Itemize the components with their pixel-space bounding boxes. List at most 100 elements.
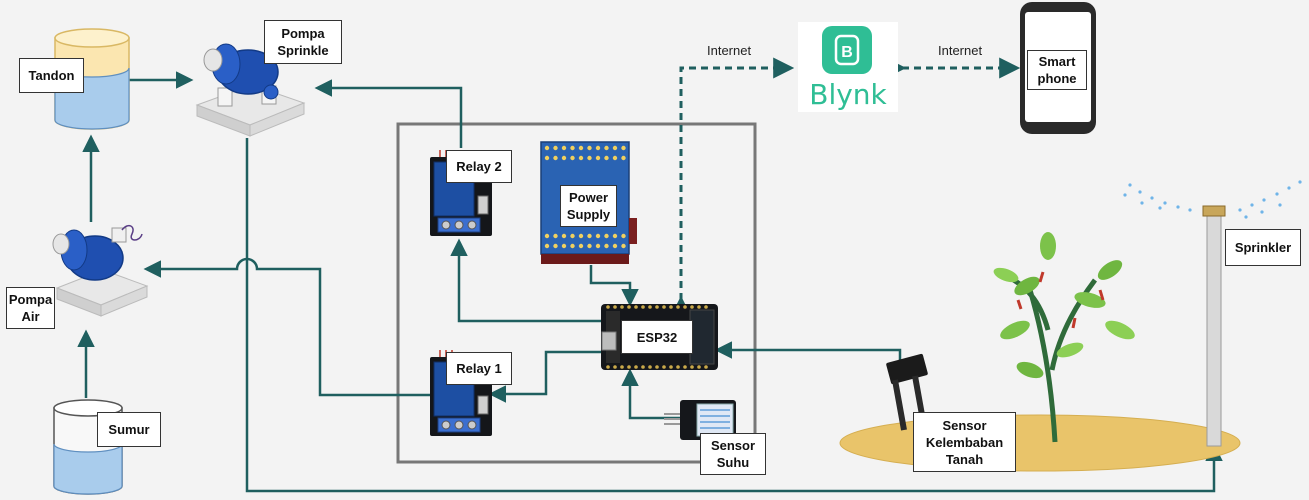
esp32-pin xyxy=(704,305,708,309)
esp32-pin xyxy=(634,305,638,309)
header-pin xyxy=(553,145,558,151)
header-pin xyxy=(604,145,609,151)
esp32-pin xyxy=(613,305,617,309)
header-pin xyxy=(612,155,618,161)
header-pin xyxy=(553,243,558,249)
esp32-pin xyxy=(676,305,680,309)
spray-droplet xyxy=(1150,196,1154,200)
header-pin xyxy=(578,155,584,161)
sumur-label: Sumur xyxy=(97,412,161,447)
esp32-pin xyxy=(648,305,652,309)
esp32-pin xyxy=(690,305,694,309)
spray-droplet xyxy=(1278,203,1282,207)
sprinkler-label: Sprinkler xyxy=(1225,229,1301,266)
spray-droplet xyxy=(1250,203,1254,207)
esp32-pin xyxy=(662,365,666,369)
esp32-label: ESP32 xyxy=(621,320,693,354)
pompa-air-pump xyxy=(52,224,149,317)
power-supply-label: Power Supply xyxy=(560,185,617,227)
relay1-label: Relay 1 xyxy=(446,352,512,385)
spray-droplet xyxy=(1123,193,1127,197)
header-pin xyxy=(570,145,575,151)
header-pin xyxy=(604,155,609,161)
blynk-icon-letter: B xyxy=(841,44,853,61)
header-pin xyxy=(595,243,601,249)
esp32-pin xyxy=(683,305,687,309)
esp32-pin xyxy=(641,365,645,369)
header-pin xyxy=(570,233,575,239)
header-pin xyxy=(621,145,626,151)
pompa-air-label: Pompa Air xyxy=(6,287,55,329)
esp32-pin xyxy=(669,365,673,369)
spray-droplet xyxy=(1298,180,1302,184)
link-esp32-blynk xyxy=(670,57,795,317)
header-pin xyxy=(544,155,550,161)
esp32-pin xyxy=(655,305,659,309)
plant-icon xyxy=(993,232,1135,443)
esp32-pin xyxy=(690,365,694,369)
spray-droplet xyxy=(1158,206,1162,210)
header-pin xyxy=(561,145,567,151)
spray-droplet xyxy=(1188,208,1192,212)
esp32-pin xyxy=(662,305,666,309)
sensor-suhu-dht xyxy=(664,400,736,440)
relay2-label: Relay 2 xyxy=(446,150,512,183)
header-pin xyxy=(604,233,609,239)
header-pin xyxy=(570,155,575,161)
header-pin xyxy=(587,233,592,239)
blynk-app-icon xyxy=(822,26,872,74)
esp32-pin xyxy=(669,305,673,309)
esp32-pin xyxy=(627,305,631,309)
esp32-pin xyxy=(634,365,638,369)
esp32-pin xyxy=(606,365,610,369)
header-pin xyxy=(578,233,584,239)
header-pin xyxy=(621,243,626,249)
header-pin xyxy=(604,243,609,249)
pipe-pompa-sprinkle-to-sprinkler xyxy=(245,138,1223,493)
spray-droplet xyxy=(1260,210,1264,214)
spray-droplet xyxy=(1262,198,1266,202)
esp32-pin xyxy=(697,305,701,309)
header-pin xyxy=(595,155,601,161)
wire-esp32-to-relay1 xyxy=(488,350,602,403)
header-pin xyxy=(587,145,592,151)
header-pin xyxy=(553,155,558,161)
sensor-kelembaban-label: Sensor Kelembaban Tanah xyxy=(913,412,1016,472)
blynk-app-icon-inner xyxy=(834,34,860,66)
header-pin xyxy=(612,243,618,249)
wire-esp32-to-relay2 xyxy=(450,238,602,323)
spray-droplet xyxy=(1128,183,1132,187)
wire-soil-sensor-to-esp32 xyxy=(714,341,902,362)
spray-droplet xyxy=(1238,208,1242,212)
esp32-pin xyxy=(697,365,701,369)
spray-droplet xyxy=(1244,215,1248,219)
header-pin xyxy=(570,243,575,249)
spray-droplet xyxy=(1287,186,1291,190)
esp32-pin xyxy=(655,365,659,369)
esp32-pin xyxy=(620,305,624,309)
wire-sensor-suhu-to-esp32 xyxy=(621,368,680,420)
esp32-pin xyxy=(676,365,680,369)
spray-droplet xyxy=(1138,190,1142,194)
pompa-sprinkle-label: Pompa Sprinkle xyxy=(264,20,342,64)
header-pin xyxy=(561,155,567,161)
header-pin xyxy=(595,145,601,151)
esp32-pin xyxy=(648,365,652,369)
wire-relay2-to-pompa-sprinkle xyxy=(314,79,463,148)
header-pin xyxy=(553,233,558,239)
spray-droplet xyxy=(1140,201,1144,205)
esp32-pin xyxy=(641,305,645,309)
esp32-pin xyxy=(613,365,617,369)
sensor-suhu-label: Sensor Suhu xyxy=(700,433,766,475)
header-pin xyxy=(587,243,592,249)
internet-label-left: Internet xyxy=(707,43,752,58)
header-pin xyxy=(561,243,567,249)
header-pin xyxy=(595,233,601,239)
tandon-label: Tandon xyxy=(19,58,84,93)
spray-droplet xyxy=(1163,201,1167,205)
blynk-wordmark: Blynk xyxy=(809,78,887,111)
header-pin xyxy=(612,233,618,239)
esp32-pin xyxy=(620,365,624,369)
header-pin xyxy=(612,145,618,151)
